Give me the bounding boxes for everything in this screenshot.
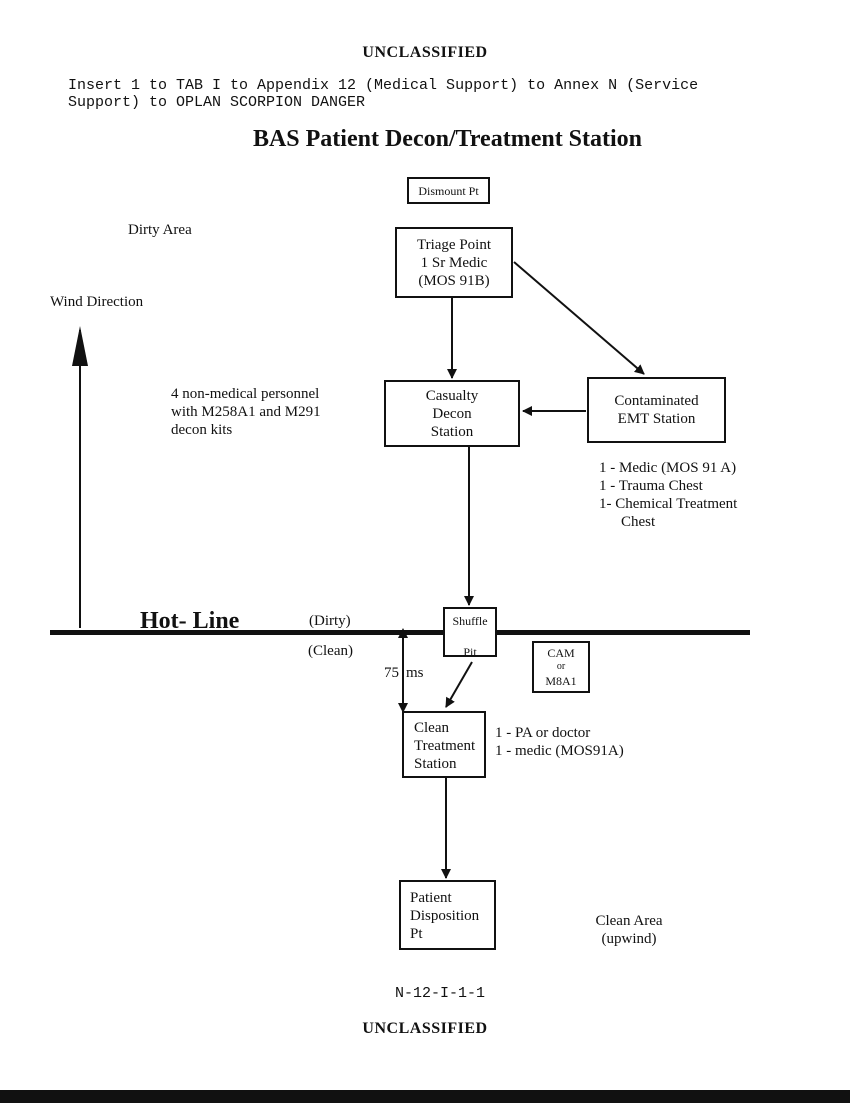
wind-direction-label: Wind Direction	[50, 294, 144, 310]
cam-m8a1-box: CAM or M8A1	[532, 641, 590, 693]
hot-line-label: Hot- Line	[140, 608, 240, 634]
clean-staff-note: 1 - PA or doctor 1 - medic (MOS91A)	[495, 724, 624, 760]
non-medical-line-3: decon kits	[171, 422, 233, 438]
scan-bottom-border	[0, 1090, 850, 1103]
emt-staff-line-3: 1- Chemical Treatment	[599, 496, 738, 512]
casualty-decon-station-box: Casualty Decon Station	[384, 380, 520, 447]
clean-treatment-line-2: Treatment	[414, 738, 476, 754]
disposition-line-1: Patient	[410, 890, 452, 906]
non-medical-line-1: 4 non-medical personnel	[171, 386, 320, 402]
emt-line-2: EMT Station	[617, 411, 696, 427]
pit-label: Pit	[463, 645, 477, 659]
wind-arrow-head	[72, 326, 88, 366]
triage-line-3: (MOS 91B)	[418, 272, 490, 289]
contaminated-emt-station-box: Contaminated EMT Station	[587, 377, 726, 443]
reference-line-2: Support) to OPLAN SCORPION DANGER	[68, 94, 366, 111]
emt-staff-line-1: 1 - Medic (MOS 91 A)	[599, 460, 737, 476]
clean-treatment-line-3: Station	[414, 756, 457, 772]
non-medical-line-2: with M258A1 and M291	[171, 404, 321, 420]
emt-staff-line-4: Chest	[621, 514, 656, 530]
page-title: BAS Patient Decon/Treatment Station	[252, 126, 643, 152]
arrow-triage-to-emt	[513, 261, 645, 375]
clean-treatment-station-box: Clean Treatment Station	[402, 711, 486, 778]
triage-point-box: Triage Point 1 Sr Medic (MOS 91B)	[395, 227, 513, 298]
page-number: N-12-I-1-1	[395, 985, 486, 1002]
casualty-decon-line-2: Decon	[432, 405, 472, 422]
patient-disposition-box: Patient Disposition Pt	[399, 880, 496, 950]
dirty-side-label: (Dirty)	[309, 613, 351, 629]
casualty-decon-line-3: Station	[430, 423, 474, 440]
distance-unit: ms	[406, 665, 424, 681]
clean-area-line-2: (upwind)	[601, 931, 657, 947]
clean-staff-line-2: 1 - medic (MOS91A)	[495, 743, 624, 759]
triage-line-1: Triage Point	[416, 236, 492, 253]
reference-line-1: Insert 1 to TAB I to Appendix 12 (Medica…	[68, 77, 699, 94]
cam-line-3: M8A1	[545, 674, 577, 688]
shuffle-pit-box: Shuffle Pit	[443, 607, 497, 659]
clean-area-line-1: Clean Area	[595, 913, 663, 929]
disposition-line-2: Disposition	[410, 908, 480, 924]
non-medical-personnel-note: 4 non-medical personnel with M258A1 and …	[171, 385, 321, 439]
cam-line-1: CAM	[547, 646, 575, 660]
shuffle-label: Shuffle	[452, 614, 488, 628]
classification-top: UNCLASSIFIED	[362, 44, 488, 61]
dismount-point-label: Dismount Pt	[418, 183, 479, 198]
clean-staff-line-1: 1 - PA or doctor	[495, 725, 591, 741]
emt-staff-note: 1 - Medic (MOS 91 A) 1 - Trauma Chest 1-…	[599, 459, 737, 531]
dismount-point-box: Dismount Pt	[407, 177, 490, 204]
dirty-area-label: Dirty Area	[128, 222, 192, 238]
casualty-decon-line-1: Casualty	[425, 387, 479, 404]
distance-value: 75	[384, 665, 399, 681]
disposition-line-3: Pt	[410, 926, 423, 942]
classification-bottom: UNCLASSIFIED	[362, 1020, 488, 1037]
triage-line-2: 1 Sr Medic	[420, 254, 488, 271]
clean-treatment-line-1: Clean	[414, 720, 449, 736]
arrow-pit-to-clean	[445, 661, 473, 708]
cam-line-2: or	[556, 661, 566, 672]
emt-line-1: Contaminated	[614, 393, 699, 409]
emt-staff-line-2: 1 - Trauma Chest	[599, 478, 703, 494]
clean-area-label: Clean Area (upwind)	[589, 912, 669, 948]
clean-side-label: (Clean)	[308, 643, 353, 659]
